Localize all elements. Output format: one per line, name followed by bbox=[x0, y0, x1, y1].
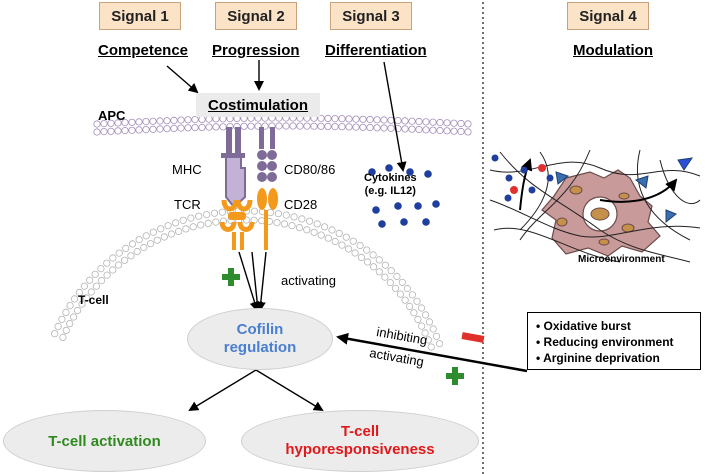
cytokine-dots bbox=[368, 164, 440, 228]
tcr-to-cofilin-arrow bbox=[238, 251, 260, 312]
tcell-label: T-cell bbox=[78, 293, 109, 307]
competence-heading: Competence bbox=[98, 42, 189, 59]
costimulation-heading: Costimulation bbox=[208, 96, 308, 114]
inhibiting-minus-icon bbox=[461, 332, 485, 343]
cytokines-label: Cytokines (e.g. IL12) bbox=[364, 172, 417, 198]
signal-3-box: Signal 3 bbox=[330, 2, 412, 30]
cofilin-line-2: regulation bbox=[223, 339, 297, 356]
apc-label: APC bbox=[98, 108, 126, 123]
signal-4-box: Signal 4 bbox=[567, 2, 649, 30]
hypo-line-1: T-cell bbox=[340, 423, 380, 440]
hypo-arrow bbox=[255, 369, 324, 412]
mhc-molecule bbox=[221, 127, 246, 209]
modulation-item: • Reducing environment bbox=[536, 335, 674, 349]
mhc-label: MHC bbox=[172, 162, 202, 177]
cd80-label: CD80/86 bbox=[284, 162, 336, 177]
cd28-label: CD28 bbox=[284, 197, 318, 212]
signal-1-box: Signal 1 bbox=[99, 2, 181, 30]
cd28-signal-arrow bbox=[251, 251, 263, 312]
activating-plus-right-icon bbox=[446, 367, 464, 385]
costimulation-box: Costimulation bbox=[196, 93, 320, 117]
cd28-to-cofilin-arrow bbox=[255, 251, 267, 312]
modulation-to-cofilin-arrow bbox=[336, 332, 528, 373]
cytokines-line-1: Cytokines bbox=[364, 172, 417, 184]
differentiation-arrow bbox=[383, 61, 407, 172]
tcell-activation-node: T-cell activation bbox=[3, 410, 206, 472]
modulation-heading: Modulation bbox=[573, 42, 653, 59]
cofilin-line-1: Cofilin bbox=[236, 321, 284, 338]
modulation-factors-box: • Oxidative burst • Reducing environment… bbox=[527, 312, 701, 370]
apc-membrane bbox=[93, 114, 472, 136]
microenvironment-illustration bbox=[489, 149, 701, 263]
signal-1-label: Signal 1 bbox=[111, 7, 169, 25]
tcell-membrane bbox=[51, 207, 444, 351]
signal-2-label: Signal 2 bbox=[227, 7, 285, 25]
hypo-line-2: hyporesponsiveness bbox=[285, 441, 435, 458]
tcell-activation-text: T-cell activation bbox=[48, 432, 161, 450]
modulation-item: • Arginine deprivation bbox=[536, 351, 660, 365]
microenvironment-label: Microenvironment bbox=[578, 254, 665, 265]
activating-label-top: activating bbox=[281, 273, 336, 288]
progression-heading: Progression bbox=[212, 42, 300, 59]
activating-plus-icon bbox=[222, 268, 240, 286]
cd80-molecule bbox=[257, 127, 277, 182]
differentiation-heading: Differentiation bbox=[325, 42, 427, 59]
competence-arrow bbox=[166, 65, 199, 94]
signal-3-label: Signal 3 bbox=[342, 7, 400, 25]
modulation-item: • Oxidative burst bbox=[536, 319, 631, 333]
activation-arrow bbox=[188, 369, 257, 412]
signal-4-label: Signal 4 bbox=[579, 7, 637, 25]
tcr-label: TCR bbox=[174, 197, 201, 212]
tcr-molecule bbox=[219, 199, 255, 250]
signal-2-box: Signal 2 bbox=[215, 2, 297, 30]
cd28-molecule bbox=[257, 188, 278, 250]
cytokines-line-2: (e.g. IL12) bbox=[364, 185, 416, 197]
